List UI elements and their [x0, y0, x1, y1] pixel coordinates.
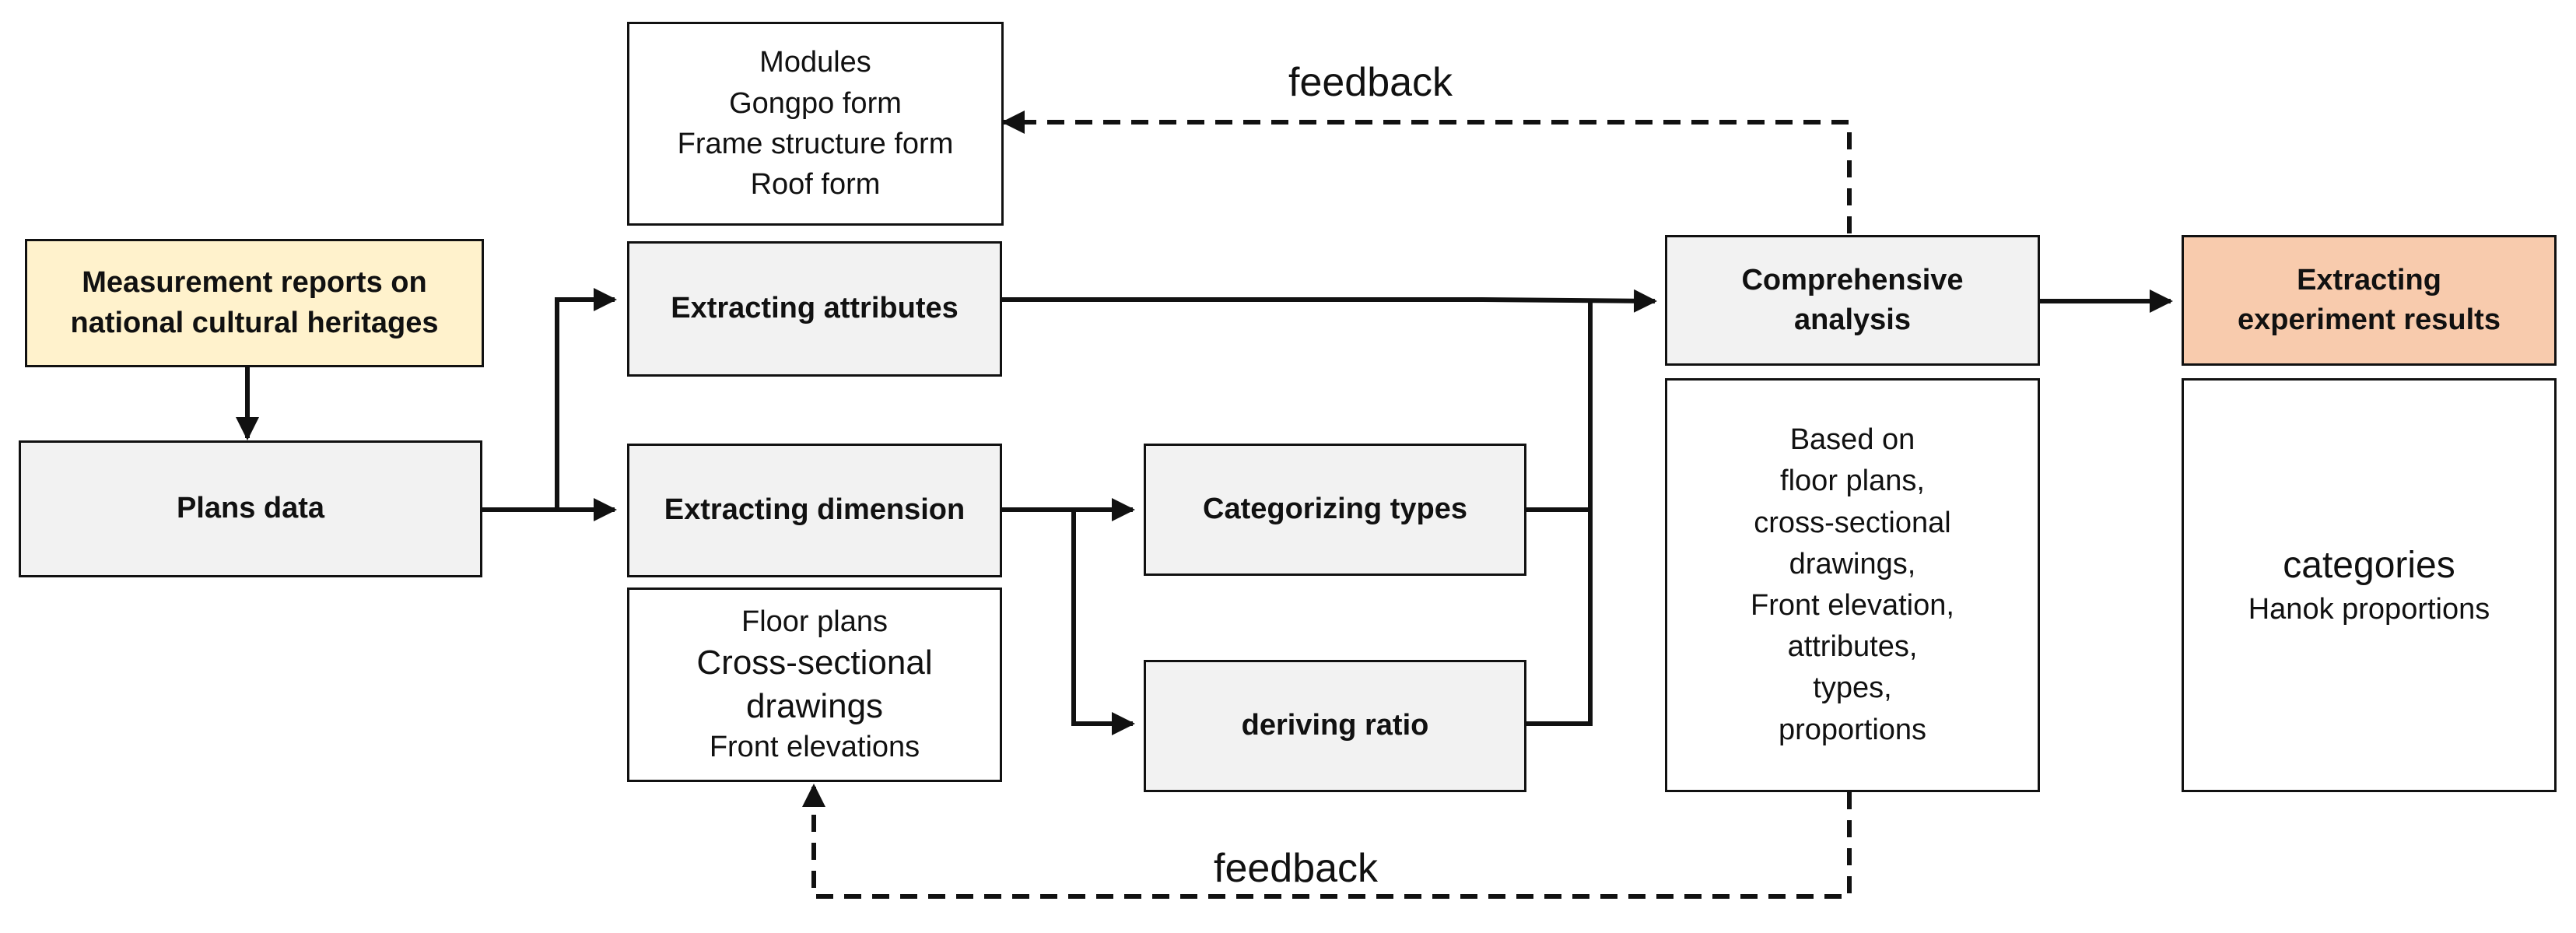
analysis-basis-item-5: Front elevation,	[1751, 589, 1954, 622]
deriving-ratio-box: deriving ratio	[1144, 660, 1526, 792]
categorizing-types-label: Categorizing types	[1203, 493, 1467, 526]
arrow-attributes-to-analysis	[1002, 289, 1657, 313]
analysis-basis-item-7: types,	[1813, 672, 1892, 705]
dimension-sources-note: Floor plans Cross-sectional drawings Fro…	[627, 588, 1002, 782]
measurement-reports-line-1: Measurement reports on	[82, 266, 427, 300]
attributes-list-item-1: Modules	[759, 46, 871, 79]
feedback-top-label: feedback	[1288, 60, 1453, 105]
feedback-top-arrow	[1001, 110, 1852, 233]
dimension-sources-item-3: drawings	[745, 687, 884, 725]
results-list-item-2: Hanok proportions	[2248, 592, 2490, 626]
results-list-note: categories Hanok proportions	[2182, 378, 2557, 792]
extracting-attributes-box: Extracting attributes	[627, 241, 1002, 377]
extracting-results-line-1: Extracting	[2297, 263, 2441, 296]
connector-categorizing-to-analysis	[1526, 301, 1593, 512]
comprehensive-analysis-box: Comprehensive analysis	[1665, 235, 2040, 366]
categorizing-types-box: Categorizing types	[1144, 444, 1526, 576]
analysis-basis-item-1: Based on	[1789, 423, 1915, 457]
extracting-results-box: Extracting experiment results	[2182, 235, 2557, 366]
analysis-basis-item-6: attributes,	[1787, 630, 1918, 664]
deriving-ratio-label: deriving ratio	[1241, 709, 1429, 742]
measurement-reports-line-2: national cultural heritages	[70, 306, 439, 339]
extracting-results-line-2: experiment results	[2238, 303, 2501, 336]
feedback-bottom-label: feedback	[1214, 846, 1379, 891]
extracting-attributes-label: Extracting attributes	[671, 292, 959, 325]
attributes-list-item-3: Frame structure form	[677, 128, 954, 160]
plans-data-label: Plans data	[176, 492, 325, 525]
comprehensive-analysis-line-2: analysis	[1794, 303, 1911, 336]
results-list-item-1: categories	[2283, 545, 2455, 587]
arrow-plans-to-attributes	[482, 288, 617, 512]
dimension-sources-item-1: Floor plans	[741, 605, 888, 639]
arrow-dimension-to-deriving	[1071, 510, 1135, 735]
attributes-list-item-2: Gongpo form	[729, 86, 902, 120]
analysis-basis-item-2: floor plans,	[1780, 465, 1925, 498]
dimension-sources-item-2: Cross-sectional	[696, 643, 933, 682]
attributes-list-item-4: Roof form	[750, 168, 881, 202]
analysis-basis-item-3: cross-sectional	[1754, 506, 1951, 539]
analysis-basis-note: Based on floor plans, cross-sectional dr…	[1665, 378, 2040, 792]
comprehensive-analysis-line-1: Comprehensive	[1741, 263, 1964, 296]
extracting-dimension-label: Extracting dimension	[664, 493, 966, 527]
analysis-basis-item-8: proportions	[1778, 713, 1927, 746]
analysis-basis-item-4: drawings,	[1789, 547, 1916, 580]
plans-data-box: Plans data	[19, 440, 482, 577]
feedback-bottom-arrow	[802, 784, 1852, 899]
measurement-reports-box: Measurement reports on national cultural…	[25, 239, 484, 367]
connector-deriving-to-analysis	[1526, 510, 1593, 726]
attributes-list-note: Modules Gongpo form Frame structure form…	[627, 22, 1004, 226]
extracting-dimension-box: Extracting dimension	[627, 444, 1002, 577]
dimension-sources-item-4: Front elevations	[709, 731, 920, 764]
